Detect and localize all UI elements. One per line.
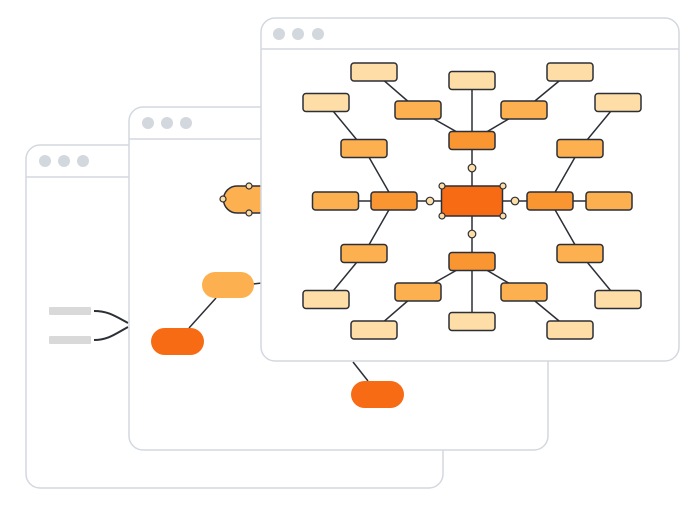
mid-node[interactable] [394,100,442,120]
leaf-node[interactable] [448,311,496,332]
pill-node-light [202,272,254,298]
middle-window-dot-2 [161,117,173,129]
hub-node[interactable] [448,251,496,272]
edge [352,361,369,382]
hub-node[interactable] [370,191,418,211]
selection-handle [245,182,253,190]
pill-node-dark [351,381,404,408]
resize-handle[interactable] [499,212,507,220]
leaf-node[interactable] [546,62,594,82]
middle-window-dot-1 [142,117,154,129]
mid-node[interactable] [500,100,548,120]
leaf-node[interactable] [594,289,642,310]
back-window-dot-3 [77,155,89,167]
leaf-node[interactable] [546,320,594,340]
front-window-dot-1 [273,28,285,40]
mid-node[interactable] [500,282,548,302]
mindmap-nodes [302,62,642,340]
edge [188,297,217,329]
leaf-node[interactable] [350,62,398,82]
front-window-dot-2 [292,28,304,40]
mid-node[interactable] [340,243,388,264]
leaf-node[interactable] [302,289,350,310]
hub-node[interactable] [448,130,496,151]
back-window-dot-2 [58,155,70,167]
front-window [260,17,680,362]
leaf-node[interactable] [302,92,350,113]
placeholder-bar-1 [49,307,91,315]
leaf-node[interactable] [350,320,398,340]
mid-node[interactable] [340,138,388,159]
connector-curve-1 [93,310,129,324]
mid-node[interactable] [556,138,604,159]
connection-handle[interactable] [467,163,477,173]
connection-handle[interactable] [467,229,477,239]
connection-handle[interactable] [510,196,520,206]
leaf-node[interactable] [448,70,496,91]
front-window-dot-3 [312,28,324,40]
mid-node[interactable] [311,191,360,211]
middle-window-dot-3 [180,117,192,129]
resize-handle[interactable] [438,182,446,190]
selection-handle [219,195,227,203]
connection-handle[interactable] [425,196,435,206]
mid-node[interactable] [394,282,442,302]
hub-node[interactable] [526,191,574,211]
back-window-dot-1 [39,155,51,167]
resize-handle[interactable] [499,182,507,190]
resize-handle[interactable] [438,212,446,220]
connector-curve-2 [93,326,129,341]
mid-node[interactable] [556,243,604,264]
selection-handle [245,209,253,217]
placeholder-bar-2 [49,336,91,344]
central-topic-node[interactable] [440,185,504,217]
pill-node-dark [151,328,204,355]
mid-node[interactable] [585,191,633,211]
selected-node [222,185,263,214]
mindmap-handles [425,163,520,239]
leaf-node[interactable] [594,92,642,113]
